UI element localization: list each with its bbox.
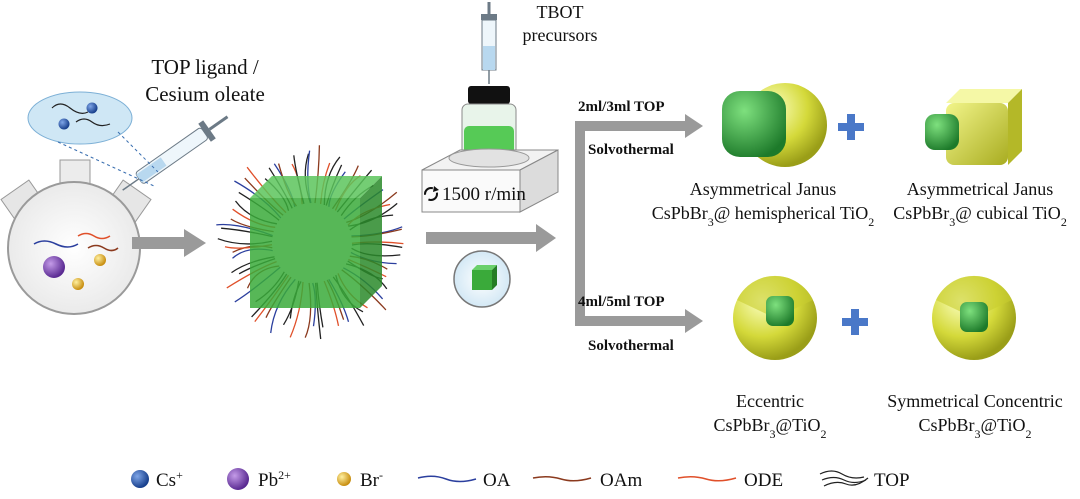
legend-ode-label: ODE xyxy=(744,470,783,491)
product-caption-3: Eccentric CsPbBr3@TiO2 xyxy=(714,391,827,441)
legend: Cs+ Pb2+ Br- OA OAm ODE TOP xyxy=(131,468,910,491)
product-formula: CsPbBr3@ hemispherical TiO2 xyxy=(652,203,875,229)
legend-cs-label: Cs+ xyxy=(156,468,183,491)
cubical-janus-particle xyxy=(925,89,1022,165)
product-name: Eccentric xyxy=(736,391,804,411)
product-caption-2: Asymmetrical Janus CsPbBr3@ cubical TiO2 xyxy=(893,179,1067,229)
lead-ion xyxy=(43,256,65,278)
lower-method-label: Solvothermal xyxy=(588,338,674,354)
upper-method-label: Solvothermal xyxy=(588,142,674,158)
ligand-capped-nanocube xyxy=(216,145,404,340)
hemispherical-janus-particle xyxy=(722,83,827,167)
legend-br-label: Br- xyxy=(360,468,383,491)
product-name: Asymmetrical Janus xyxy=(690,179,836,199)
eccentric-particle xyxy=(733,275,817,360)
product-formula: CsPbBr3@TiO2 xyxy=(919,415,1032,441)
product-formula: CsPbBr3@ cubical TiO2 xyxy=(893,203,1067,229)
lead-ball-icon xyxy=(227,468,249,490)
product-caption-4: Symmetrical Concentric CsPbBr3@TiO2 xyxy=(887,391,1062,441)
zoom-bubble xyxy=(27,91,133,145)
product-name: Asymmetrical Janus xyxy=(907,179,1053,199)
bromide-ion xyxy=(94,254,106,266)
oam-chain xyxy=(87,244,119,252)
product-caption-1: Asymmetrical Janus CsPbBr3@ hemispherica… xyxy=(652,179,875,229)
oam-line-icon xyxy=(532,475,592,482)
cesium-oleate-label: Cesium oleate xyxy=(145,82,265,106)
tbot-label: TBOT xyxy=(537,2,584,22)
stir-speed-label: 1500 r/min xyxy=(442,184,526,205)
top-line-icon xyxy=(819,470,869,487)
precursors-label: precursors xyxy=(523,25,598,45)
legend-top-label: TOP xyxy=(874,470,910,491)
process-arrow-2 xyxy=(426,224,556,252)
legend-oam-label: OAm xyxy=(600,470,642,491)
product-formula: CsPbBr3@TiO2 xyxy=(714,415,827,441)
lower-condition-label: 4ml/5ml TOP xyxy=(578,294,665,310)
bromide-ball-icon xyxy=(337,472,351,486)
bromide-ion xyxy=(72,278,84,290)
ode-chain xyxy=(77,232,111,240)
oa-chain xyxy=(33,240,79,248)
process-arrow-1 xyxy=(132,229,206,257)
plus-sign-upper xyxy=(838,114,864,140)
legend-oa-label: OA xyxy=(483,470,511,491)
product-name: Symmetrical Concentric xyxy=(887,391,1062,411)
plus-sign-lower xyxy=(842,309,868,335)
branch-arrows xyxy=(575,114,703,333)
cesium-ball-icon xyxy=(131,470,149,488)
rotation-icon xyxy=(424,186,439,201)
injection-syringe xyxy=(27,91,229,191)
upper-condition-label: 2ml/3ml TOP xyxy=(578,99,665,115)
reaction-bottle xyxy=(461,86,517,157)
magnetic-stirrer: 1500 r/min xyxy=(421,148,559,213)
legend-pb-label: Pb2+ xyxy=(258,468,291,491)
ode-line-icon xyxy=(677,475,737,482)
oa-line-icon xyxy=(417,475,477,483)
coated-nanocube-bubble xyxy=(453,250,511,308)
reaction-flask xyxy=(0,159,152,315)
tbot-syringe xyxy=(481,2,497,84)
top-ligand-label: TOP ligand / xyxy=(151,55,259,79)
concentric-particle xyxy=(932,275,1016,360)
